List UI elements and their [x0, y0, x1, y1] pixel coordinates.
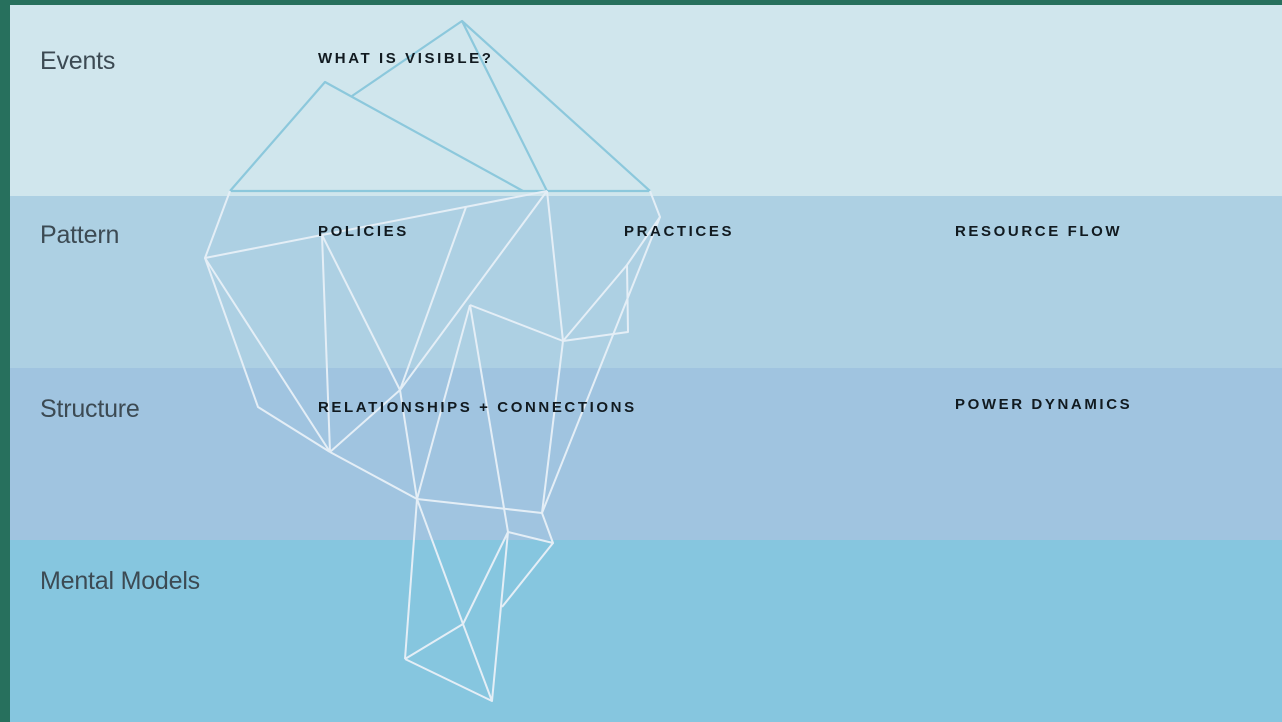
events-label: Events — [40, 47, 116, 75]
events-layer — [10, 5, 1282, 196]
pattern-label: Pattern — [40, 221, 120, 249]
what-is-visible-label: WHAT IS VISIBLE? — [318, 50, 494, 67]
policies-label: POLICIES — [318, 223, 409, 240]
mental-models-label: Mental Models — [40, 567, 200, 595]
resource-flow-label: RESOURCE FLOW — [955, 223, 1123, 240]
mental-models-layer — [10, 540, 1282, 722]
practices-label: PRACTICES — [624, 223, 735, 240]
structure-layer — [10, 368, 1282, 540]
iceberg-slide: Events Pattern Structure Mental Models — [10, 5, 1282, 722]
pattern-layer — [10, 196, 1282, 368]
relationships-connections-label: RELATIONSHIPS + CONNECTIONS — [318, 399, 637, 416]
iceberg-tip — [229, 19, 651, 193]
iceberg-submerged — [204, 190, 661, 702]
power-dynamics-label: POWER DYNAMICS — [955, 396, 1133, 413]
structure-label: Structure — [40, 395, 140, 423]
